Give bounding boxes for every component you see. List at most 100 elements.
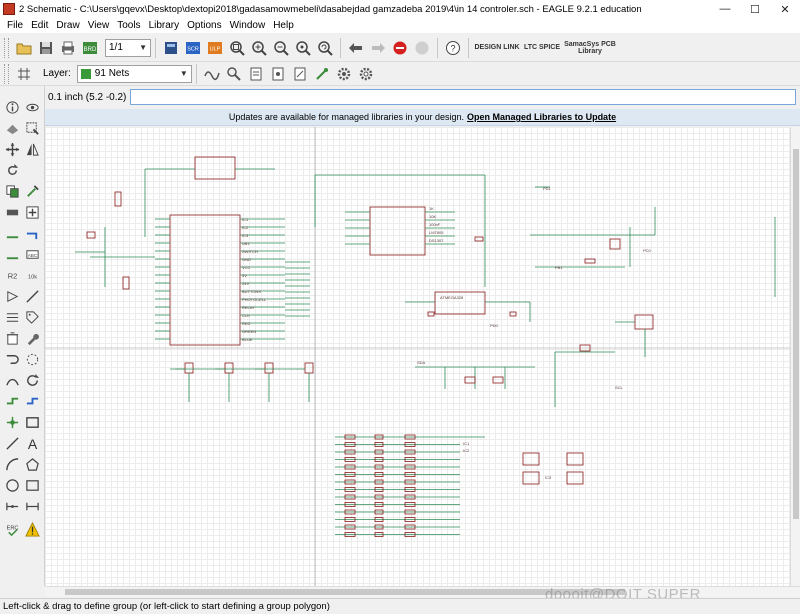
close-button[interactable]: ✕ bbox=[780, 3, 790, 16]
measure-icon[interactable] bbox=[23, 497, 41, 515]
cam-processor-icon[interactable] bbox=[161, 38, 181, 58]
rotate-icon[interactable] bbox=[3, 161, 21, 179]
layer-display-icon[interactable] bbox=[3, 119, 21, 137]
dimension-icon[interactable] bbox=[3, 497, 21, 515]
menu-draw[interactable]: Draw bbox=[56, 20, 80, 31]
menu-help[interactable]: Help bbox=[273, 20, 294, 31]
replace-icon[interactable] bbox=[3, 245, 21, 263]
ulp-button[interactable]: ULP bbox=[205, 38, 225, 58]
gateswap-icon[interactable] bbox=[23, 224, 41, 242]
horizontal-scrollbar[interactable] bbox=[45, 586, 800, 597]
copy-icon[interactable] bbox=[3, 182, 21, 200]
mark-icon[interactable] bbox=[23, 119, 41, 137]
net-label: PHOTOCELL bbox=[242, 297, 267, 302]
toolbar-grip[interactable] bbox=[4, 37, 9, 58]
minimize-button[interactable]: — bbox=[719, 3, 731, 15]
bus-icon[interactable] bbox=[23, 392, 41, 410]
rectangle-icon[interactable] bbox=[23, 476, 41, 494]
sheet-select[interactable]: 1/1▼ bbox=[105, 38, 151, 57]
split-icon[interactable] bbox=[3, 308, 21, 326]
vertical-scrollbar[interactable] bbox=[790, 127, 800, 586]
name-icon[interactable]: R2 bbox=[3, 266, 21, 284]
zoom-out-icon[interactable] bbox=[271, 38, 291, 58]
net-label: IC3 bbox=[545, 475, 552, 480]
zoom-in-icon[interactable] bbox=[249, 38, 269, 58]
erc-icon[interactable]: ERC bbox=[3, 520, 21, 538]
net-icon[interactable] bbox=[3, 392, 21, 410]
vertical-scroll-thumb[interactable] bbox=[793, 149, 799, 519]
optimize-icon[interactable] bbox=[23, 350, 41, 368]
part-list-icon[interactable] bbox=[246, 64, 266, 84]
design-link-logo: DESIGN LINK bbox=[474, 44, 520, 51]
polygon-icon[interactable] bbox=[23, 455, 41, 473]
junction-icon[interactable] bbox=[3, 413, 21, 431]
layer-select[interactable]: 91 Nets ▼ bbox=[76, 64, 192, 83]
route-icon[interactable] bbox=[3, 371, 21, 389]
menu-options[interactable]: Options bbox=[187, 20, 222, 31]
miter-icon[interactable] bbox=[23, 287, 41, 305]
text-icon[interactable]: A bbox=[23, 434, 41, 452]
label-icon[interactable]: ABC bbox=[23, 245, 41, 263]
wire-style-icon[interactable] bbox=[202, 64, 222, 84]
print-icon[interactable] bbox=[58, 38, 78, 58]
menu-view[interactable]: View bbox=[87, 20, 110, 31]
horizontal-scroll-thumb[interactable] bbox=[65, 589, 625, 595]
stop-icon[interactable] bbox=[390, 38, 410, 58]
warning-icon[interactable] bbox=[23, 520, 41, 538]
save-icon[interactable] bbox=[36, 38, 56, 58]
value-icon[interactable]: 10k bbox=[23, 266, 41, 284]
toolbar-grip[interactable] bbox=[4, 63, 9, 84]
samacsys-button[interactable]: SamacSys PCB Library bbox=[564, 38, 616, 58]
status-bar: Left-click & drag to define group (or le… bbox=[0, 598, 800, 614]
menu-file[interactable]: File bbox=[7, 20, 24, 31]
menu-window[interactable]: Window bbox=[229, 20, 266, 31]
script-button[interactable]: SCR bbox=[183, 38, 203, 58]
move-icon[interactable] bbox=[3, 140, 21, 158]
info-icon[interactable] bbox=[3, 98, 21, 116]
smash-icon[interactable] bbox=[3, 287, 21, 305]
command-input[interactable] bbox=[130, 89, 796, 105]
circle-icon[interactable] bbox=[3, 476, 21, 494]
net-label: LM7805 bbox=[429, 230, 444, 235]
bend-icon[interactable] bbox=[3, 350, 21, 368]
settings-gear-icon[interactable] bbox=[334, 64, 354, 84]
board-switch-button[interactable]: BRD bbox=[80, 38, 100, 58]
add-net-icon[interactable] bbox=[312, 64, 332, 84]
redraw-icon[interactable] bbox=[315, 38, 335, 58]
undo-icon[interactable] bbox=[346, 38, 366, 58]
ripup-icon[interactable] bbox=[23, 371, 41, 389]
menu-library[interactable]: Library bbox=[148, 20, 180, 31]
pinswap-icon[interactable] bbox=[3, 224, 21, 242]
line-icon[interactable] bbox=[3, 434, 21, 452]
design-link-button[interactable]: DESIGN LINK bbox=[474, 38, 520, 58]
menu-tools[interactable]: Tools bbox=[117, 20, 141, 31]
menu-edit[interactable]: Edit bbox=[31, 20, 49, 31]
redo-icon[interactable] bbox=[368, 38, 388, 58]
pin-list-icon[interactable] bbox=[290, 64, 310, 84]
switch-symbol bbox=[522, 471, 540, 485]
open-managed-libraries-link[interactable]: Open Managed Libraries to Update bbox=[467, 112, 617, 122]
attribute-tag-icon[interactable] bbox=[23, 308, 41, 326]
delete-icon[interactable] bbox=[3, 203, 21, 221]
zoom-select-icon[interactable] bbox=[293, 38, 313, 58]
ltspice-button[interactable]: LTC SPICE bbox=[522, 38, 562, 58]
add-part-icon[interactable] bbox=[23, 203, 41, 221]
go-icon[interactable] bbox=[412, 38, 432, 58]
grid-icon[interactable] bbox=[14, 64, 34, 84]
group-delete-icon[interactable] bbox=[3, 329, 21, 347]
open-folder-icon[interactable] bbox=[14, 38, 34, 58]
zoom-fit-icon[interactable] bbox=[227, 38, 247, 58]
mirror-icon[interactable] bbox=[23, 140, 41, 158]
header-connector-symbol bbox=[194, 156, 236, 180]
help-icon[interactable]: ? bbox=[443, 38, 463, 58]
paste-icon[interactable] bbox=[23, 182, 41, 200]
arc-icon[interactable] bbox=[3, 455, 21, 473]
value-search-icon[interactable] bbox=[224, 64, 244, 84]
wrench-icon[interactable] bbox=[23, 329, 41, 347]
net-list-icon[interactable] bbox=[268, 64, 288, 84]
frame-icon[interactable] bbox=[23, 413, 41, 431]
maximize-button[interactable]: ☐ bbox=[750, 3, 760, 16]
show-icon[interactable] bbox=[23, 98, 41, 116]
design-rules-gear-icon[interactable] bbox=[356, 64, 376, 84]
